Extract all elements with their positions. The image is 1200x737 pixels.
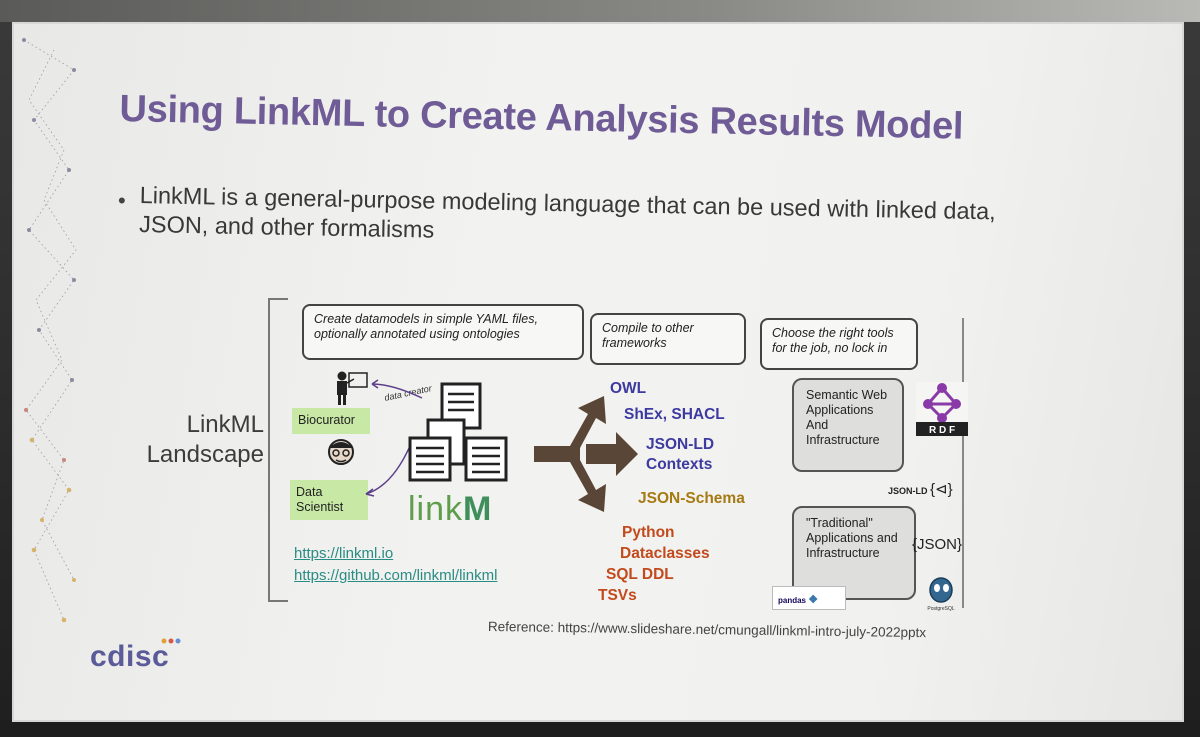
landscape-label: LinkML Landscape xyxy=(124,410,264,470)
curation-arrows xyxy=(365,379,423,497)
scientist-face-icon xyxy=(328,439,354,465)
role-data-scientist: Data Scientist xyxy=(290,480,368,520)
semantic-web-line2: Applications xyxy=(806,403,874,417)
semantic-web-line3: And xyxy=(806,418,829,432)
cdisc-logo-dots-icon xyxy=(161,638,181,644)
yaml-documents-icon xyxy=(408,382,508,482)
presenter-icon xyxy=(337,371,368,405)
json-logo: {JSON} xyxy=(912,536,963,553)
role-data-scientist-line2: Scientist xyxy=(296,500,344,514)
json-ld-logo-text: JSON-LD xyxy=(888,486,928,496)
role-data-scientist-line1: Data xyxy=(296,485,323,499)
postgresql-logo-icon: PostgreSQL xyxy=(927,577,955,612)
link-linkml-io[interactable]: https://linkml.io xyxy=(294,545,394,562)
linkml-logo: linkM xyxy=(408,490,492,529)
decorative-dot-network xyxy=(22,38,77,623)
role-biocurator: Biocurator xyxy=(292,408,370,434)
landscape-label-line1: LinkML xyxy=(186,411,264,438)
note-choose-tools: Choose the right tools for the job, no l… xyxy=(760,318,918,370)
traditional-apps-box: "Traditional" Applications and Infrastru… xyxy=(792,506,916,600)
traditional-line3: Infrastructure xyxy=(806,546,880,560)
landscape-label-line2: Landscape xyxy=(146,441,264,468)
rdf-logo-text: R D F xyxy=(929,425,955,436)
floor-edge xyxy=(0,720,1200,737)
framework-dataclasses: Dataclasses xyxy=(620,545,710,562)
framework-sql-ddl: SQL DDL xyxy=(606,566,674,583)
semantic-web-box: Semantic Web Applications And Infrastruc… xyxy=(792,378,904,472)
json-ld-brace-icon: {⊲} xyxy=(930,481,953,498)
framework-shex-shacl: ShEx, SHACL xyxy=(624,406,725,423)
right-divider xyxy=(962,318,964,608)
traditional-line1: "Traditional" xyxy=(806,516,873,530)
landscape-bracket xyxy=(268,298,288,602)
framework-python: Python xyxy=(622,524,675,541)
wall-background xyxy=(0,0,1200,22)
semantic-web-line1: Semantic Web xyxy=(806,388,888,402)
link-linkml-github[interactable]: https://github.com/linkml/linkml xyxy=(294,567,498,584)
pandas-python-logo: pandas ❖ xyxy=(772,586,846,610)
traditional-line2: Applications and xyxy=(806,531,898,545)
framework-contexts: Contexts xyxy=(646,456,713,473)
pandas-logo-text: pandas xyxy=(778,596,807,605)
linkml-logo-m: M xyxy=(463,490,493,528)
bullet-marker: • xyxy=(118,188,126,213)
projected-slide xyxy=(12,22,1184,722)
linkml-logo-link: link xyxy=(408,490,464,528)
compile-arrows-icon xyxy=(534,396,638,512)
postgresql-text: PostgreSQL xyxy=(927,606,954,612)
framework-json-ld: JSON-LD xyxy=(646,436,715,453)
rdf-logo-icon: R D F xyxy=(916,382,968,436)
framework-owl: OWL xyxy=(610,380,647,397)
note-create-datamodels: Create datamodels in simple YAML files, … xyxy=(302,304,584,360)
semantic-web-line4: Infrastructure xyxy=(806,433,880,447)
python-logo-icon: ❖ xyxy=(808,594,819,606)
cdisc-logo: cdisc xyxy=(90,640,170,673)
framework-tsvs: TSVs xyxy=(598,587,637,604)
json-ld-logo: JSON-LD {⊲} xyxy=(888,480,953,498)
note-compile-frameworks: Compile to other frameworks xyxy=(590,313,746,365)
framework-json-schema: JSON-Schema xyxy=(638,490,745,507)
